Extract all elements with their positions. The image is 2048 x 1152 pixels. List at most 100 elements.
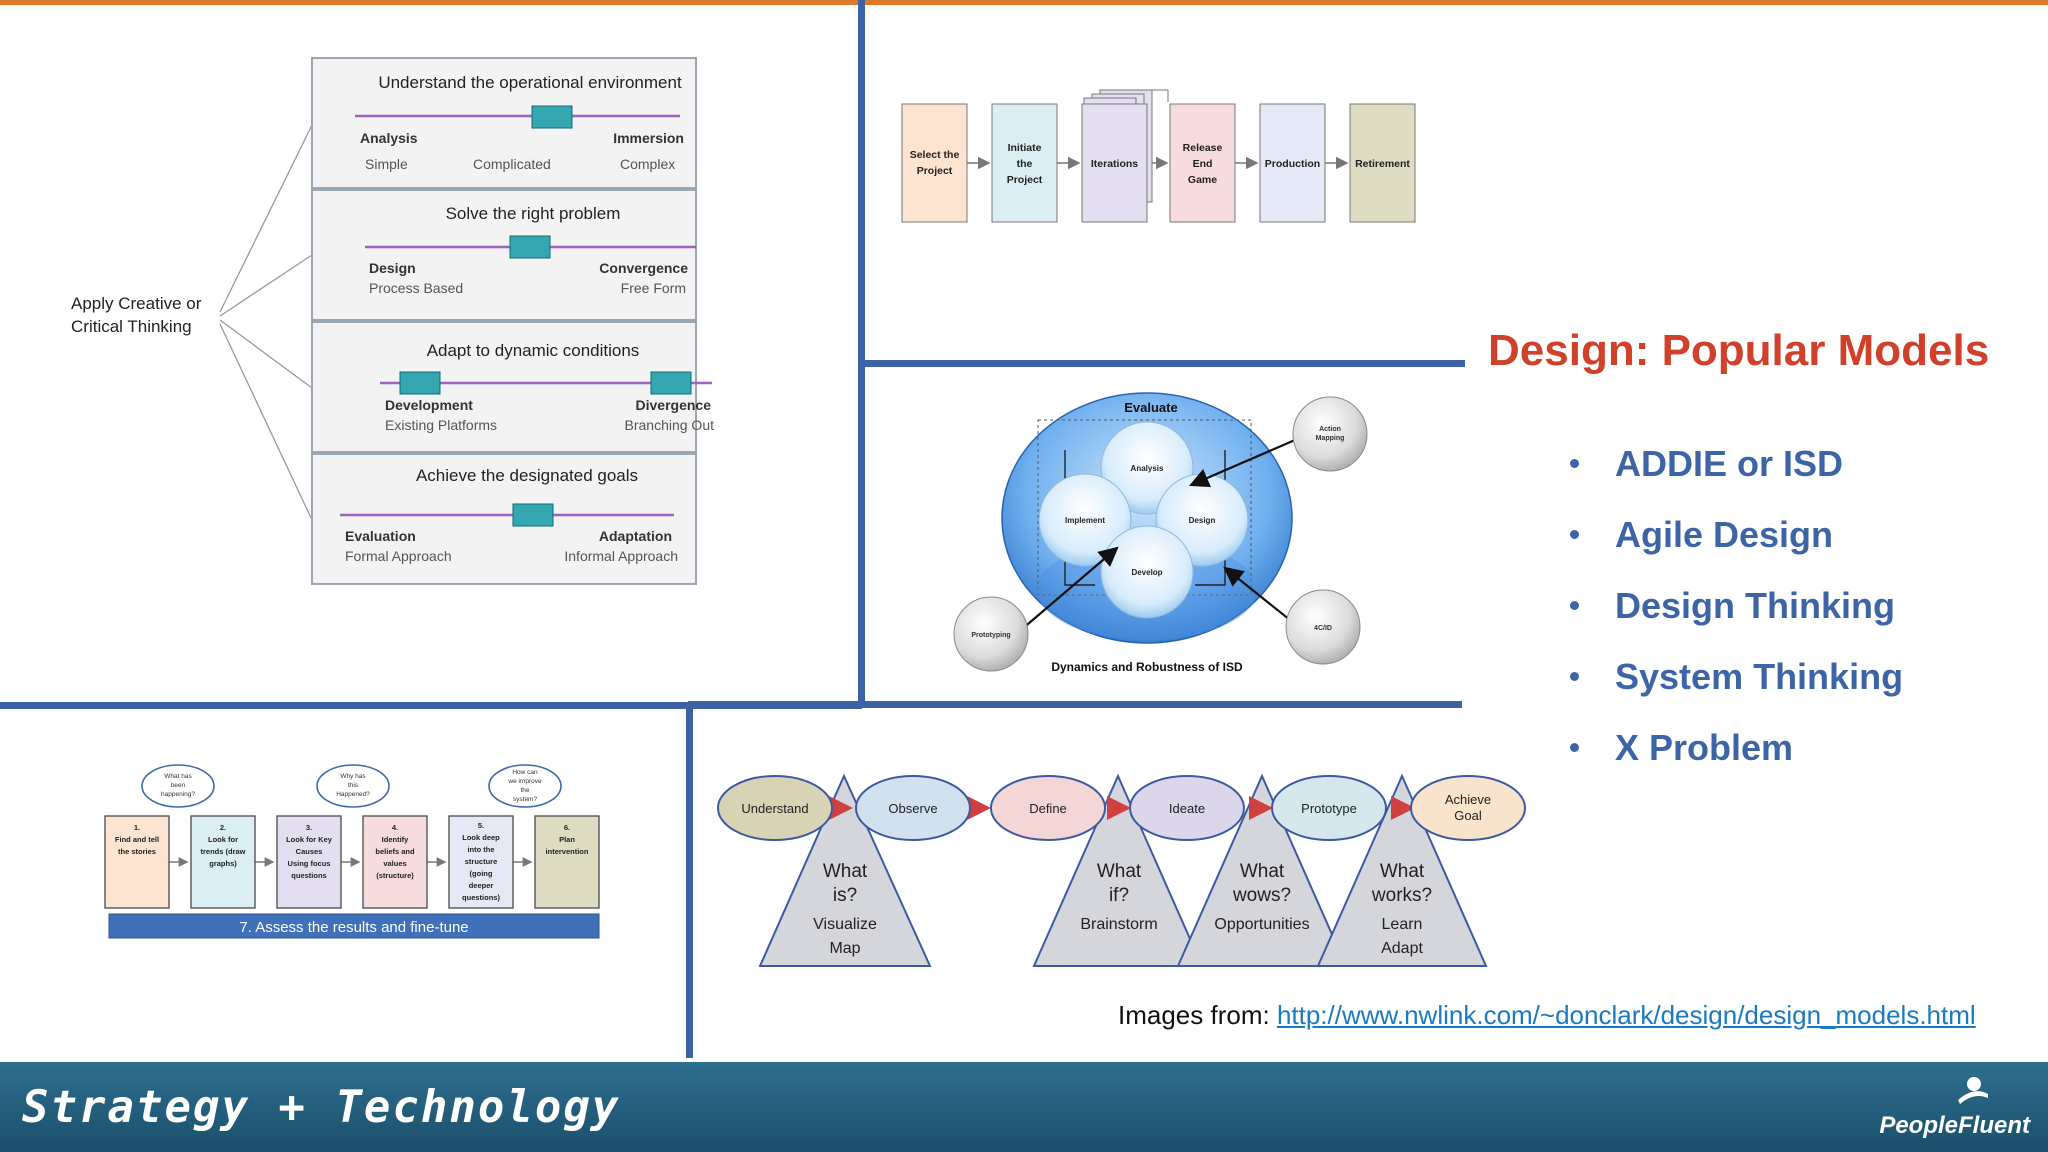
phase-label: Ideate <box>1169 801 1205 816</box>
agile-step-1: Initiate the Project <box>991 103 1058 223</box>
root-label-line2: Critical Thinking <box>71 317 192 336</box>
phase-oval-3: Ideate <box>1129 775 1245 841</box>
model-label: Design Thinking <box>1615 584 1896 626</box>
row-left-sub: Formal Approach <box>345 548 452 564</box>
step-text: Find and tell <box>115 835 159 844</box>
row-heading: Understand the operational environment <box>378 73 682 92</box>
step-text: (structure) <box>376 871 414 880</box>
creative-row-0: Understand the operational environment A… <box>311 57 697 189</box>
step-text: questions) <box>462 893 500 902</box>
satellite-label: Prototyping <box>971 632 1010 639</box>
step-text: Look for <box>208 835 238 844</box>
step-text: questions <box>291 871 326 880</box>
bullet-icon <box>1570 530 1579 539</box>
step-text: intervention <box>546 847 589 856</box>
step-label: Game <box>1188 174 1217 186</box>
triangle-action: Learn <box>1382 916 1423 933</box>
row-right-sub: Informal Approach <box>564 548 678 564</box>
step-text: 1. <box>134 823 140 832</box>
model-label: System Thinking <box>1615 655 1904 697</box>
step-label: Release <box>1183 142 1223 154</box>
bubble-text: this <box>348 782 359 789</box>
row-right-bold: Adaptation <box>599 528 672 544</box>
triangle-question: is? <box>833 885 857 906</box>
triangle-question: if? <box>1109 885 1129 906</box>
bubble-text: been <box>171 782 186 789</box>
isd-satellite-action-mapping: Action Mapping <box>1292 396 1368 472</box>
step-text: Look deep <box>462 833 500 842</box>
triangle-question: What <box>1240 861 1285 882</box>
system-step-1: 2. Look for trends (draw graphs) <box>190 815 256 909</box>
system-step-4: 5. Look deep into the structure (going d… <box>448 815 514 909</box>
triangle-action: Visualize <box>813 916 877 933</box>
step-text: into the <box>467 845 494 854</box>
agile-step-2: Iterations <box>1081 103 1148 223</box>
triangle-action: Map <box>829 940 860 957</box>
credit-link[interactable]: http://www.nwlink.com/~donclark/design/d… <box>1276 1000 1976 1030</box>
circle-label: Design <box>1189 516 1216 525</box>
agile-step-4: Production <box>1259 103 1326 223</box>
triangle-action: Brainstorm <box>1080 916 1157 933</box>
bubble-text: the <box>520 787 529 794</box>
list-item: X Problem <box>1570 712 1903 783</box>
row-heading: Achieve the designated goals <box>416 466 638 485</box>
bubble-text: we improve <box>507 778 542 785</box>
phase-label: Goal <box>1454 808 1482 823</box>
row-right-sub: Free Form <box>621 280 686 296</box>
phase-oval-0: Understand <box>717 775 833 841</box>
step-label: Initiate <box>1008 142 1042 154</box>
creative-row-3: Achieve the designated goals Evaluation … <box>311 453 697 585</box>
step-text: structure <box>465 857 498 866</box>
list-item: ADDIE or ISD <box>1570 428 1903 499</box>
triangle-action: Adapt <box>1381 940 1423 957</box>
scale-mid: Complicated <box>473 156 551 172</box>
phase-oval-5: Achieve Goal <box>1410 775 1526 841</box>
isd-circle-implement: Implement <box>1038 473 1132 567</box>
list-item: Agile Design <box>1570 499 1903 570</box>
row-right-bold: Convergence <box>599 260 688 276</box>
row-left-bold: Analysis <box>360 130 418 146</box>
row-right-sub: Branching Out <box>625 417 715 433</box>
isd-satellite-prototyping: Prototyping <box>953 596 1029 672</box>
step-label: Project <box>917 165 953 177</box>
circle-label: Develop <box>1131 568 1162 577</box>
step-label: Select the <box>910 149 960 161</box>
step-text: graphs) <box>209 859 237 868</box>
scale-low: Simple <box>365 156 408 172</box>
triangle-question: wows? <box>1232 885 1291 906</box>
phase-oval-1: Observe <box>855 775 971 841</box>
question-triangle-1: What if? Brainstorm <box>1080 861 1157 933</box>
satellite-label: 4C/ID <box>1314 625 1332 632</box>
step-label: End <box>1193 158 1213 170</box>
step-text: 4. <box>392 823 398 832</box>
peoplefluent-logo: PeopleFluent <box>1879 1076 2030 1146</box>
phase-label: Achieve <box>1445 792 1491 807</box>
step-label: Production <box>1265 158 1320 170</box>
step-text: Causes <box>296 847 323 856</box>
step-label: Retirement <box>1355 158 1410 170</box>
step-text: Look for Key <box>286 835 333 844</box>
phase-label: Prototype <box>1301 801 1357 816</box>
footer-bar: Strategy + Technology PeopleFluent <box>0 1062 2048 1152</box>
circle-label: Analysis <box>1131 464 1164 473</box>
step-text: (going <box>470 869 493 878</box>
person-icon <box>1958 1077 1988 1104</box>
question-bubble-2: How can we improve the system? <box>488 764 562 808</box>
divider-horizontal-mid <box>862 360 1465 367</box>
phase-oval-2: Define <box>990 775 1106 841</box>
bubble-text: How can <box>512 769 538 776</box>
phase-label: Understand <box>741 801 808 816</box>
row-left-sub: Process Based <box>369 280 463 296</box>
step-text: 6. <box>564 823 570 832</box>
model-label: ADDIE or ISD <box>1615 442 1844 484</box>
step-label: Iterations <box>1091 158 1138 170</box>
bullet-icon <box>1570 601 1579 610</box>
divider-vertical-top <box>858 0 865 703</box>
logo-text: PeopleFluent <box>1879 1112 2030 1139</box>
isd-top-label: Evaluate <box>1124 400 1177 415</box>
system-step-2: 3. Look for Key Causes Using focus quest… <box>276 815 342 909</box>
system-step-3: 4. Identify beliefs and values (structur… <box>362 815 428 909</box>
phase-oval-4: Prototype <box>1271 775 1387 841</box>
slide-title: Design: Popular Models <box>1488 326 1990 375</box>
row-left-bold: Evaluation <box>345 528 416 544</box>
